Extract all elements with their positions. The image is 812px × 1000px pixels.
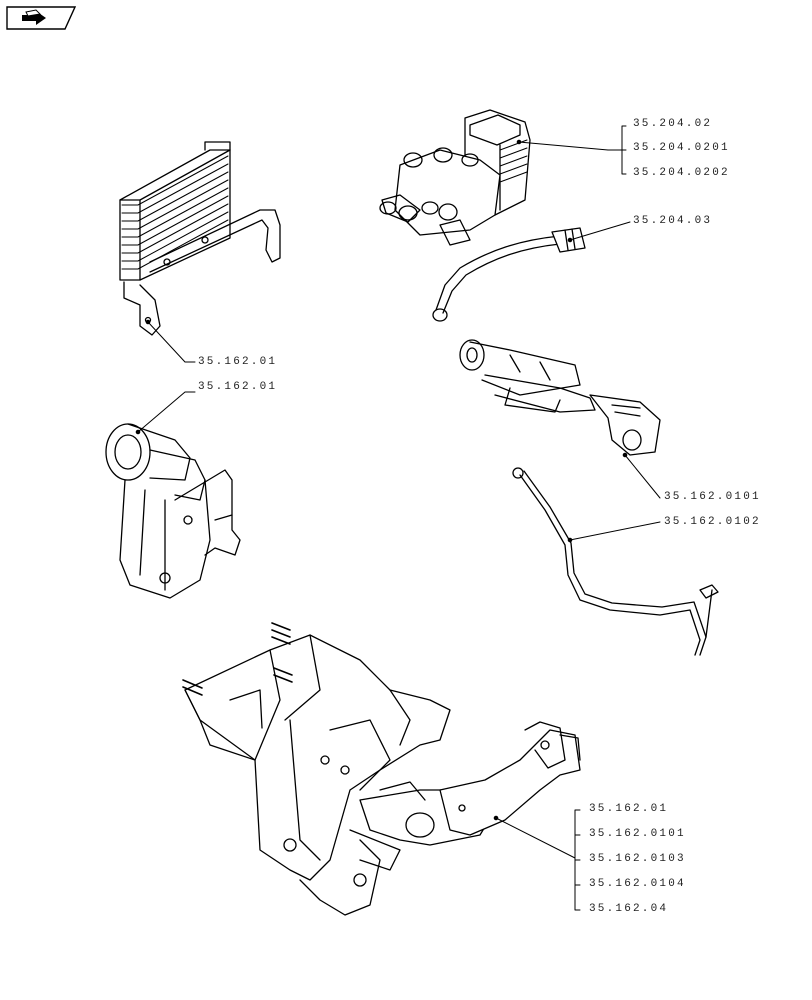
callout-label[interactable]: 35.204.0201 <box>633 142 730 154</box>
callout-label[interactable]: 35.162.0102 <box>664 516 761 528</box>
callout-label[interactable]: 35.162.04 <box>589 903 669 915</box>
callout-label[interactable]: 35.162.0101 <box>589 828 686 840</box>
callout-label[interactable]: 35.162.01 <box>198 381 278 393</box>
callout-label[interactable]: 35.162.01 <box>589 803 669 815</box>
hydraulic-pipe-drawing <box>512 467 719 656</box>
callout-label[interactable]: 35.162.0104 <box>589 878 686 890</box>
control-valve-drawing <box>379 109 531 246</box>
nav-button[interactable] <box>6 6 76 30</box>
callout-label[interactable]: 35.162.0101 <box>664 491 761 503</box>
callout-label[interactable]: 35.162.01 <box>198 356 278 368</box>
callout-label[interactable]: 35.204.02 <box>633 118 713 130</box>
hitch-frame-drawing <box>182 622 496 916</box>
valve-pipe-drawing <box>432 227 586 322</box>
top-link-drawing <box>459 339 661 456</box>
oil-cooler-drawing <box>119 141 281 336</box>
callout-label[interactable]: 35.204.0202 <box>633 167 730 179</box>
forward-arrow-icon <box>22 9 46 25</box>
callout-label[interactable]: 35.162.0103 <box>589 853 686 865</box>
motor-housing-drawing <box>105 423 241 599</box>
lift-arm-drawing <box>439 721 581 836</box>
callout-label[interactable]: 35.204.03 <box>633 215 713 227</box>
leader-lines <box>135 125 661 911</box>
